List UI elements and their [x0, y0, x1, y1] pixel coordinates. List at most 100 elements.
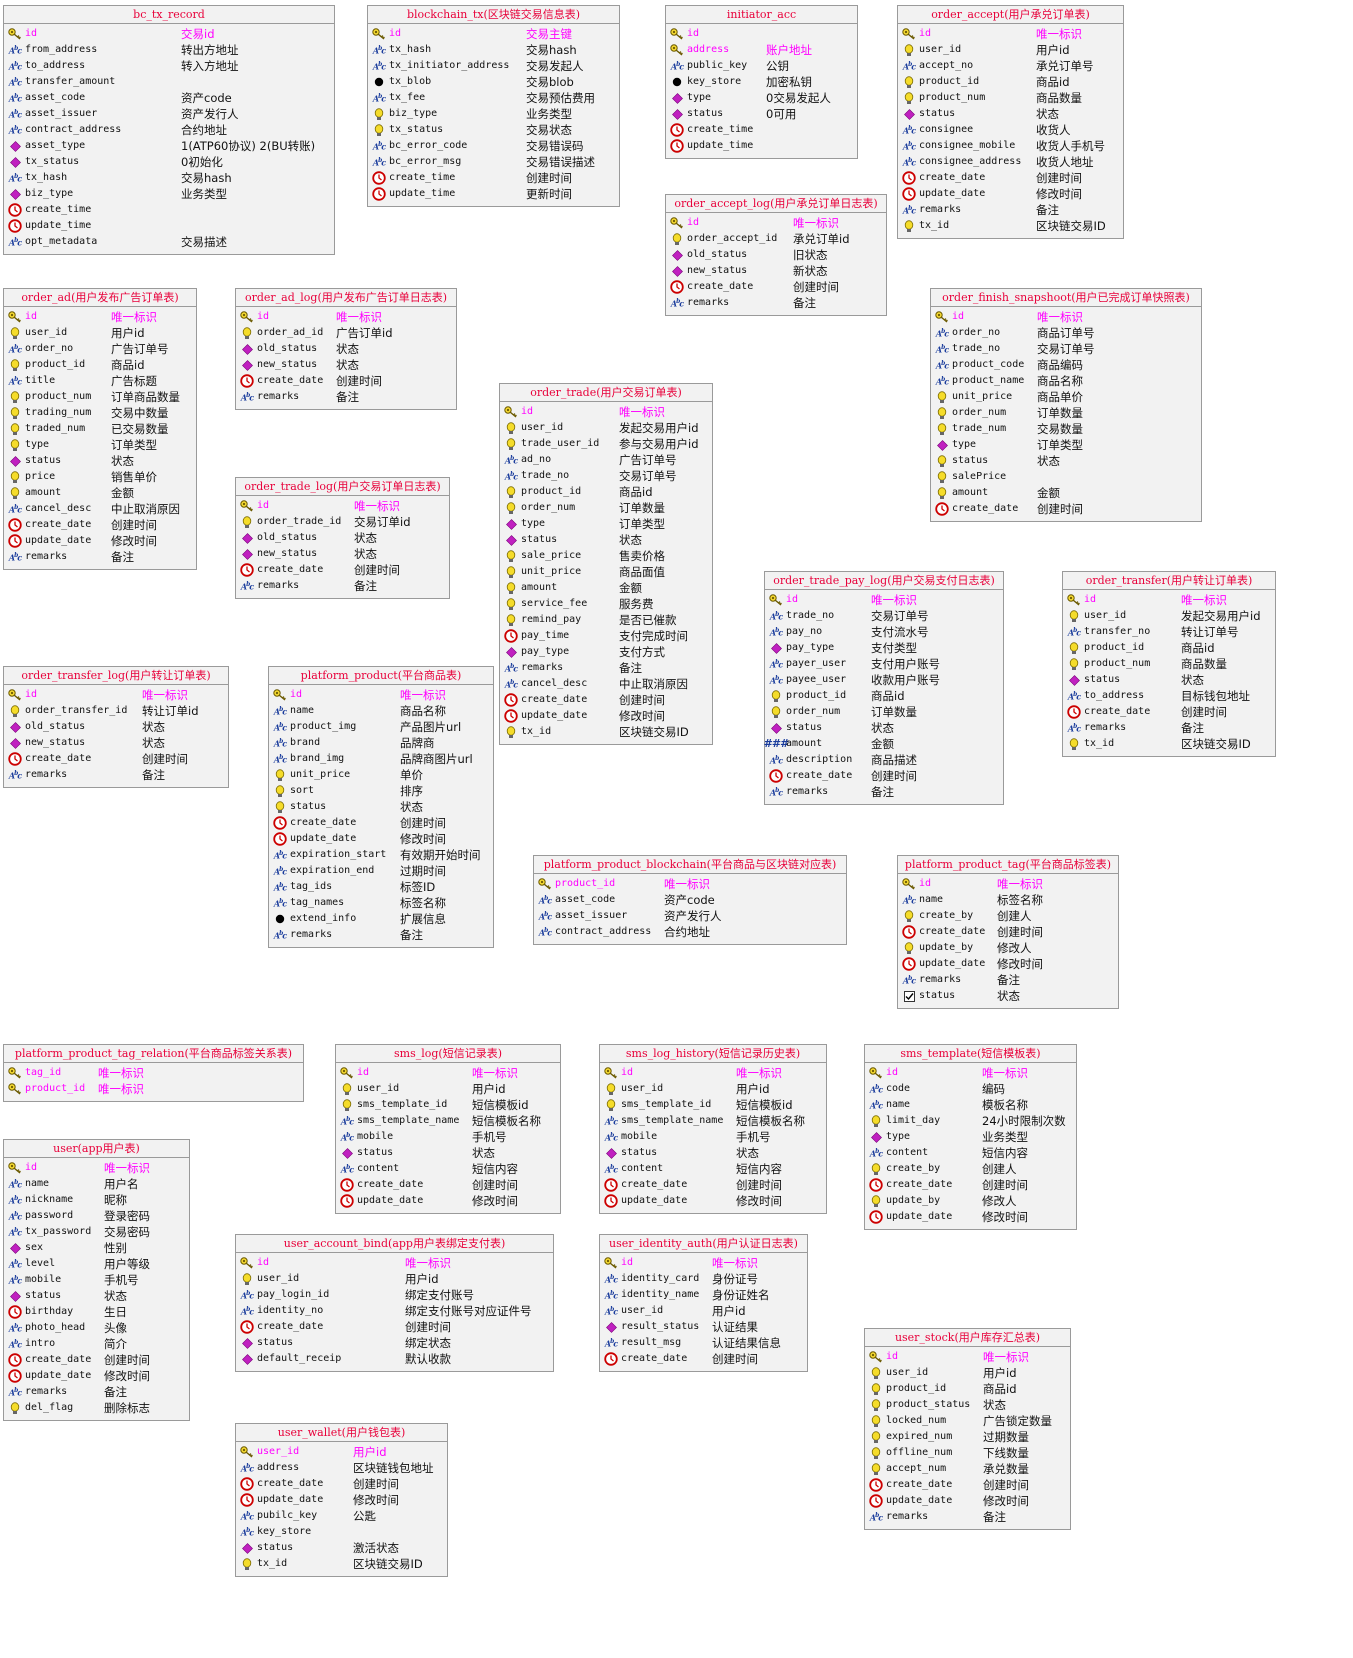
column-row[interactable]: create_time — [669, 122, 854, 138]
column-row[interactable]: create_time — [7, 202, 331, 218]
column-row[interactable]: id — [669, 26, 854, 42]
column-row[interactable]: update_time — [7, 218, 331, 234]
